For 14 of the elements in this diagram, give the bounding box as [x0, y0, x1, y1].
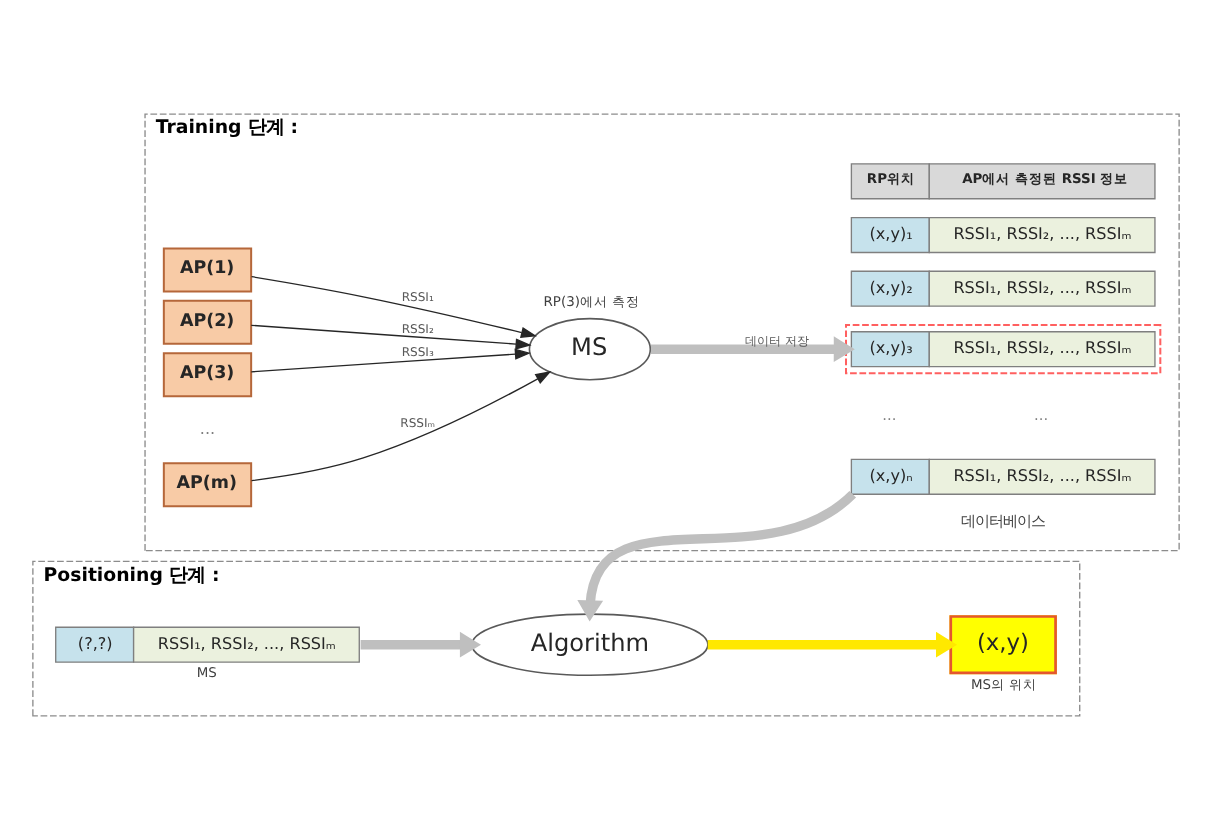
- node-ellipse: MS: [528, 317, 652, 381]
- arrow: [250, 371, 552, 482]
- node-box: AP(m): [162, 462, 253, 508]
- arrow: [250, 348, 531, 373]
- node-box: AP(3): [162, 352, 253, 398]
- arrow: [360, 631, 481, 658]
- arrow: [650, 336, 855, 363]
- node-box: AP(1): [162, 247, 253, 293]
- arrow: [250, 324, 532, 350]
- node-box: AP(2): [162, 299, 253, 345]
- arrow: [707, 631, 958, 658]
- arrow: [250, 276, 537, 338]
- node-ellipse: Algorithm: [471, 613, 709, 677]
- arrow: [577, 490, 856, 622]
